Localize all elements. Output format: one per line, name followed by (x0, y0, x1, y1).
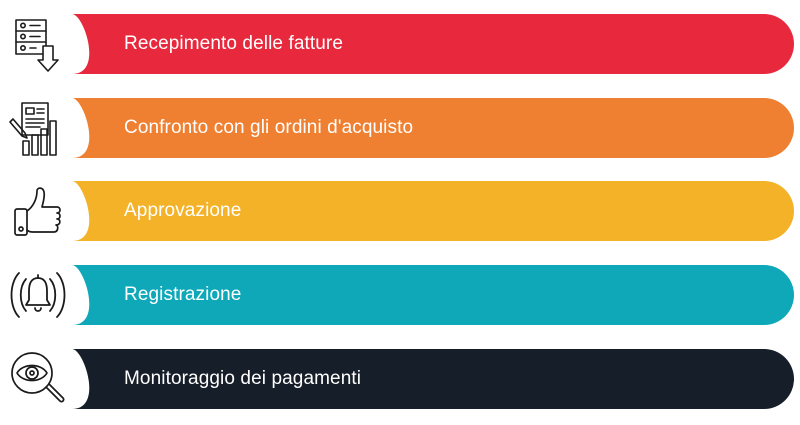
step-label: Registrazione (124, 284, 242, 305)
step-label: Monitoraggio dei pagamenti (124, 368, 362, 389)
document-chart-icon (6, 98, 70, 158)
bell-alert-icon (6, 265, 70, 325)
step-band: Monitoraggio dei pagamenti (72, 349, 794, 409)
step-band: Approvazione (72, 181, 794, 241)
step-1: Recepimento delle fatture (0, 14, 800, 74)
thumbs-up-icon (6, 181, 70, 241)
step-band: Registrazione (72, 265, 794, 325)
step-label: Approvazione (124, 200, 242, 221)
step-5: Monitoraggio dei pagamenti (0, 349, 800, 409)
step-3: Approvazione (0, 181, 800, 241)
step-label: Confronto con gli ordini d'acquisto (124, 117, 414, 138)
step-2: Confronto con gli ordini d'acquisto (0, 98, 800, 158)
eye-magnifier-icon (6, 349, 70, 409)
step-band: Recepimento delle fatture (72, 14, 794, 74)
step-4: Registrazione (0, 265, 800, 325)
invoice-receipt-icon (6, 14, 70, 74)
step-label: Recepimento delle fatture (124, 33, 344, 54)
step-band: Confronto con gli ordini d'acquisto (72, 98, 794, 158)
